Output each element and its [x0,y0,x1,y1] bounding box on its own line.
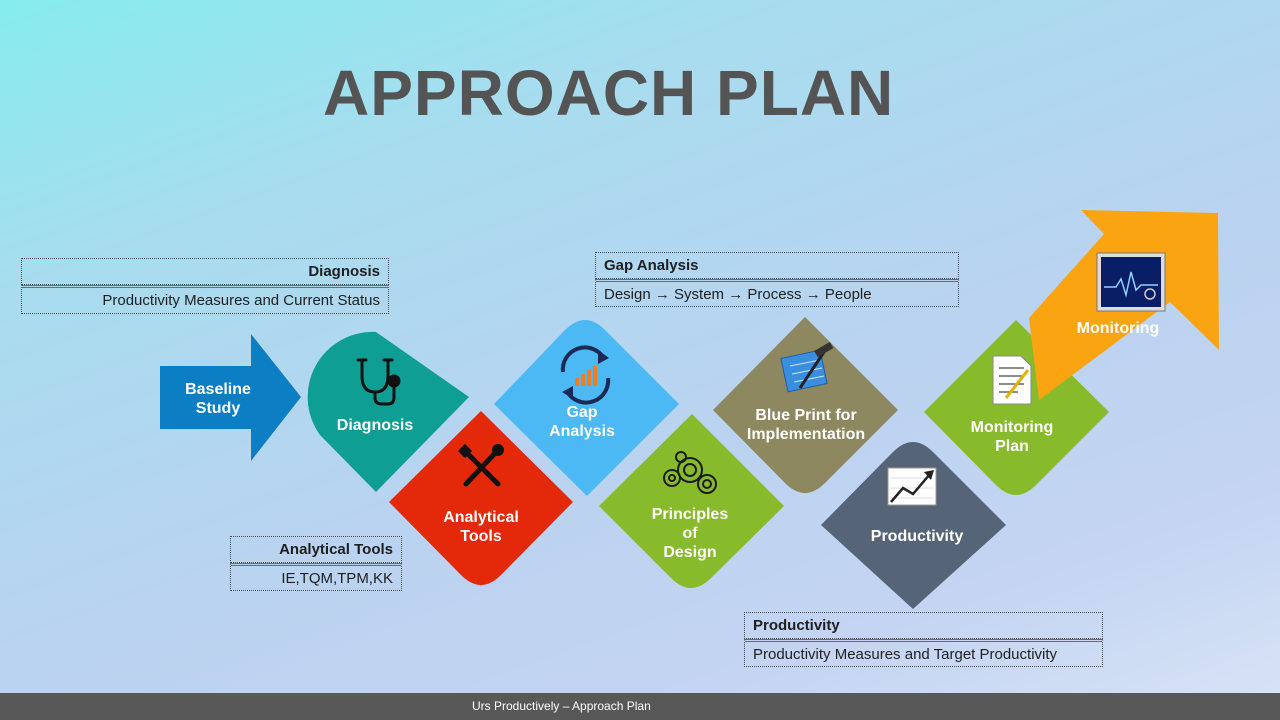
diagnosis-shape [307,331,469,492]
callout-diagnosis-head: Diagnosis [21,258,389,285]
blueprint-hammer-icon [780,342,834,393]
step-monitoring-plan[interactable]: Monitoring Plan [924,320,1109,495]
step-diagnosis[interactable]: Diagnosis [307,331,469,492]
step-blueprint[interactable]: Blue Print for Implementation [713,317,898,493]
principles-label-line3: Design [663,544,716,561]
principles-label-line2: of [682,525,698,542]
step-gap-analysis[interactable]: Gap Analysis [494,320,679,496]
blueprint-label-line1: Blue Print for [755,407,856,424]
baseline-label-line2: Study [196,400,241,417]
blueprint-shape [713,317,898,493]
principles-label-line1: Principles [652,506,729,523]
swirl-icon [663,451,717,494]
footer-bar: Urs Productively – Approach Plan [0,693,1280,720]
callout-analytical-head: Analytical Tools [230,536,402,563]
callout-analytical-sub: IE,TQM,TPM,KK [230,563,402,591]
principles-shape [599,414,784,588]
monitoring-plan-label-line2: Plan [995,438,1029,455]
baseline-arrow-shape [160,334,301,461]
page-title: APPROACH PLAN [323,57,895,129]
callout-gap-head: Gap Analysis [595,252,959,279]
monitor-screen-icon [1096,252,1166,312]
stethoscope-icon [356,358,401,406]
callout-diagnosis-sub: Productivity Measures and Current Status [21,285,389,314]
analytical-label-line2: Tools [460,528,502,545]
monitoring-label: Monitoring [1077,320,1160,337]
monitoring-plan-shape [924,320,1109,495]
step-analytical-tools[interactable]: Analytical Tools [389,411,573,585]
analytical-shape [389,411,573,585]
callout-gap-sub: Design → System → Process → People [595,279,959,307]
callout-analytical-tools: Analytical Tools IE,TQM,TPM,KK [230,536,402,591]
callout-productivity: Productivity Productivity Measures and T… [744,612,1103,667]
monitoring-plan-label-line1: Monitoring [971,419,1054,436]
callout-productivity-sub: Productivity Measures and Target Product… [744,639,1103,667]
step-baseline-study[interactable]: Baseline Study [160,334,301,461]
analytical-label-line1: Analytical [443,509,519,526]
baseline-label-line1: Baseline [185,381,251,398]
blueprint-label-line2: Implementation [747,426,865,443]
footer-text: Urs Productively – Approach Plan [472,699,651,713]
approach-plan-diagram: Baseline Study Diagnosis Analytical Tool… [160,210,1219,609]
checklist-icon [992,355,1032,405]
gap-label-line1: Gap [566,404,597,421]
tools-icon [457,443,504,487]
refresh-chart-icon [560,345,611,405]
growth-chart-icon [887,467,937,506]
callout-diagnosis: Diagnosis Productivity Measures and Curr… [21,258,389,314]
step-productivity[interactable]: Productivity [821,442,1006,609]
diagnosis-label: Diagnosis [337,417,414,434]
callout-gap-analysis: Gap Analysis Design → System → Process →… [595,252,959,307]
gap-shape [494,320,679,496]
callout-productivity-head: Productivity [744,612,1103,639]
step-principles-of-design[interactable]: Principles of Design [599,414,784,588]
productivity-label: Productivity [871,528,964,545]
step-monitoring[interactable]: Monitoring [1029,210,1219,400]
gap-label-line2: Analysis [549,423,615,440]
productivity-shape [821,442,1006,609]
